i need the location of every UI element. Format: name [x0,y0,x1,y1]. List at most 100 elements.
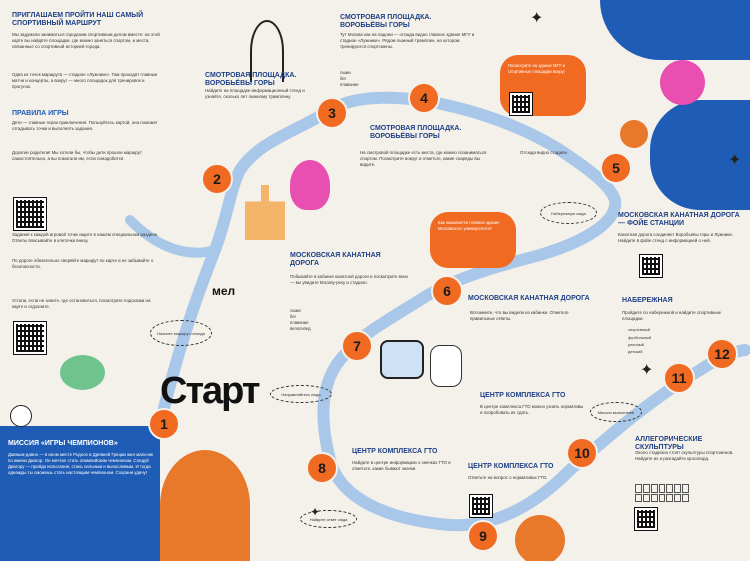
section-3-title: Смотровая площадка. Воробьёвы горы [370,125,462,141]
section-1-options: лыжи бег плавание [340,70,359,88]
star-icon: ✦ [640,362,654,379]
option-item: плавание [340,81,359,87]
legend-item: футбольный [622,332,652,340]
mission-title: Миссия «Игры чемпионов» [8,440,118,447]
brand-logo: мел [212,284,236,298]
section-2-title: Смотровая площадка. Воробьёвы горы [205,72,297,88]
legend-item: спортивный [622,325,651,333]
intro-title: Приглашаем пройти наш самый спортивный м… [12,12,144,28]
hint-go-here: Миссия выполнена! [590,402,642,422]
checkpoint-9[interactable]: 9 [467,520,499,552]
crossword-grid[interactable] [635,484,689,502]
mission-text: Давным-давно — в ином месте Родосе в Дре… [8,452,153,476]
legend: спортивный футбольный уличный детский [622,325,652,354]
cable-car-icon [380,340,424,379]
rules-text-5: Устали, если не знаете, где остановиться… [12,298,151,310]
section-10-qr-code[interactable] [469,494,493,518]
section-1-qr-code[interactable] [509,92,533,116]
hint-arrive-here-text: Набережную сюда [551,210,586,216]
hint-answer-text: Найдите ответ сюда [309,516,348,522]
mascot-pink-2 [660,60,705,105]
blue-right-shape [650,100,750,210]
checkpoint-11[interactable]: 11 [663,362,695,394]
mascot-orange-head [160,450,250,561]
option-item: бег [290,313,297,319]
section-10-title: Центр комплекса ГТО [468,463,554,470]
section-11-text: Около стадиона стоят скульптуры спортсме… [635,450,734,462]
section-6-title: Московская канатная дорога [468,295,590,302]
legend-label: спортивный [628,327,651,333]
checkpoint-3[interactable]: 3 [316,97,348,129]
section-5-title: Московская канатная дорога [290,252,381,268]
jump-rope-icon [250,20,284,82]
soccer-ball-icon [10,405,32,427]
section-9-title: Центр комплекса ГТО [352,448,438,455]
mission-panel [0,426,160,561]
hint-start-text: Начните маршрут отсюда [157,330,205,336]
section-3-text: На смотровой площадке есть места, где мо… [360,150,487,168]
section-1-text: Тут Москва как на ладони — отсюда видно … [340,32,475,50]
hint-start: Начните маршрут отсюда [150,320,212,346]
checkpoint-10[interactable]: 10 [566,437,598,469]
legend-item: уличный [622,339,644,347]
option-item: плавание [290,319,309,325]
checkpoint-4[interactable]: 4 [408,82,440,114]
section-7-text: Пройдите по набережной и найдите спортив… [622,310,722,322]
legend-item: детский [622,347,643,354]
option-item: лыжи [290,308,301,313]
rules-text-3: Задания к каждой игровой точке ищите в н… [12,232,159,244]
checkpoint-2[interactable]: 2 [201,163,233,195]
checkpoint-7[interactable]: 7 [341,330,373,362]
hint-direction: Направляйтесь сюда [270,385,332,403]
section-8-title: Центр комплекса ГТО [480,392,566,399]
option-item: бег [340,75,347,81]
checkpoint-5-hint: Отсюда видно стадион [520,150,567,155]
rules-title: Правила игры [12,110,69,117]
bubble-2-text: Как называется главное здание Московског… [438,220,500,231]
option-item: лыжи [340,70,351,75]
checkpoint-1[interactable]: 1 [148,408,180,440]
checkpoint-8[interactable]: 8 [306,452,338,484]
legend-label: детский [628,349,643,354]
legend-label: футбольный [628,334,652,340]
basketball-icon [620,120,648,148]
rules-qr-code[interactable] [13,197,47,231]
section-11-qr-code[interactable] [634,507,658,531]
section-4-qr-code[interactable] [639,254,663,278]
section-5-options: лыжи бег плавание велосипед [290,308,311,332]
intro-text-1: Мы задумали заниматься городским спортив… [12,32,160,50]
astronaut-icon [430,345,462,387]
checkpoint-5[interactable]: 5 [600,152,632,184]
section-2-text: Найдите на площадке информационный стенд… [205,88,305,100]
section-11-title: Аллегорические скульптуры [635,436,703,452]
hint-arrive-here: Набережную сюда [540,202,597,224]
star-icon: ✦ [728,152,742,169]
hint-answer: Найдите ответ сюда [300,510,357,528]
rules-qr-code-2[interactable] [13,321,47,355]
section-5-text: Побывайте в кабинке канатной дороги и по… [290,274,408,286]
checkpoint-12[interactable]: 12 [706,338,738,370]
star-icon: ✦ [310,505,321,519]
section-6-text: Вспомните, что вы видели из кабинки. Отм… [470,310,569,322]
rules-text-2: Дорогие родители! Мы хотели бы, чтобы де… [12,150,142,162]
mascot-green [60,355,105,390]
section-8-text: В центре комплекса ГТО можно узнать норм… [480,404,584,416]
section-4-text: Канатная дорога соединяет Воробьёвы горы… [618,232,733,244]
rules-text-4: По дороге обязательно сверяйте маршрут п… [12,258,154,270]
section-9-text: Найдите в центре информацию о значках ГТ… [352,460,451,472]
legend-label: уличный [628,341,644,347]
basketball-icon-2 [515,515,565,561]
section-7-title: Набережная [622,297,673,304]
intro-text-2: Одна из точек маршрута — стадион «Лужник… [12,72,158,90]
hint-go-here-text: Миссия выполнена! [597,409,635,415]
mascot-pink [290,160,330,210]
section-4-title: Московская канатная дорога — фойе станци… [618,212,740,228]
start-label: Старт [160,370,261,412]
checkpoint-6[interactable]: 6 [431,275,463,307]
hint-direction-text: Направляйтесь сюда [281,391,321,397]
star-icon: ✦ [530,10,544,27]
bubble-1-text: Посмотрите на здание МГУ и спортивные пл… [508,63,566,74]
rules-text-1: Дети — главные герои приключения. Пользу… [12,120,158,132]
